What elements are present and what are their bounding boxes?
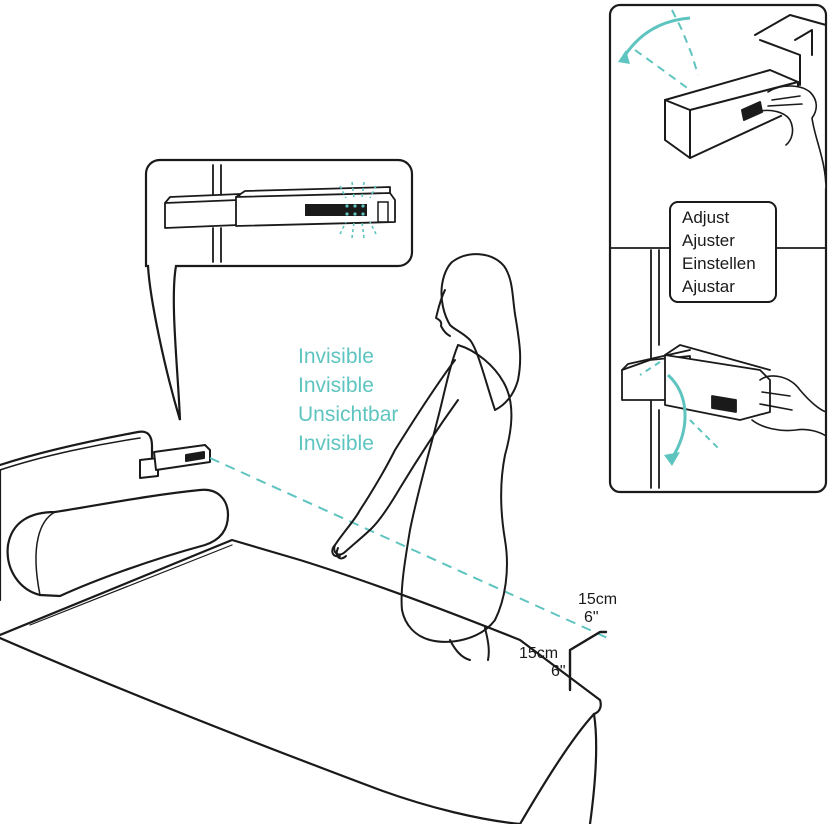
measurement-upper: 15cm 6" — [578, 591, 617, 626]
rotate-adjust-illustration — [621, 249, 827, 489]
measure-upper-imperial: 6" — [584, 609, 599, 626]
woman-figure — [331, 253, 522, 661]
beam-label-en: Invisible — [298, 345, 374, 368]
measure-upper-metric: 15cm — [578, 591, 617, 608]
bed-sensor-device — [139, 444, 211, 479]
pillow — [6, 488, 230, 598]
measurement-bracket — [568, 630, 608, 692]
adjust-label-box: Adjust Ajuster Einstellen Ajustar — [669, 201, 777, 303]
adjust-label-es: Ajustar — [682, 277, 735, 296]
tilt-adjust-illustration — [618, 9, 827, 191]
beam-label-fr: Invisible — [298, 374, 374, 397]
measure-lower-metric: 15cm — [519, 645, 558, 662]
sensor-closeup-callout — [144, 158, 414, 421]
adjust-instruction-panel: Adjust Ajuster Einstellen Ajustar — [608, 3, 828, 494]
adjust-label-en: Adjust — [682, 208, 730, 227]
beam-label-group: Invisible Invisible Unsichtbar Invisible — [298, 345, 398, 455]
measurement-lower: 15cm 6" — [519, 645, 566, 680]
adjust-label-de: Einstellen — [682, 254, 756, 273]
beam-label-de: Unsichtbar — [298, 403, 398, 426]
adjust-label-fr: Ajuster — [682, 231, 735, 250]
measure-lower-imperial: 6" — [551, 663, 566, 680]
bed — [0, 430, 602, 824]
beam-label-es: Invisible — [298, 432, 374, 455]
emitter-glow — [339, 181, 377, 239]
infrared-beam — [209, 457, 613, 641]
